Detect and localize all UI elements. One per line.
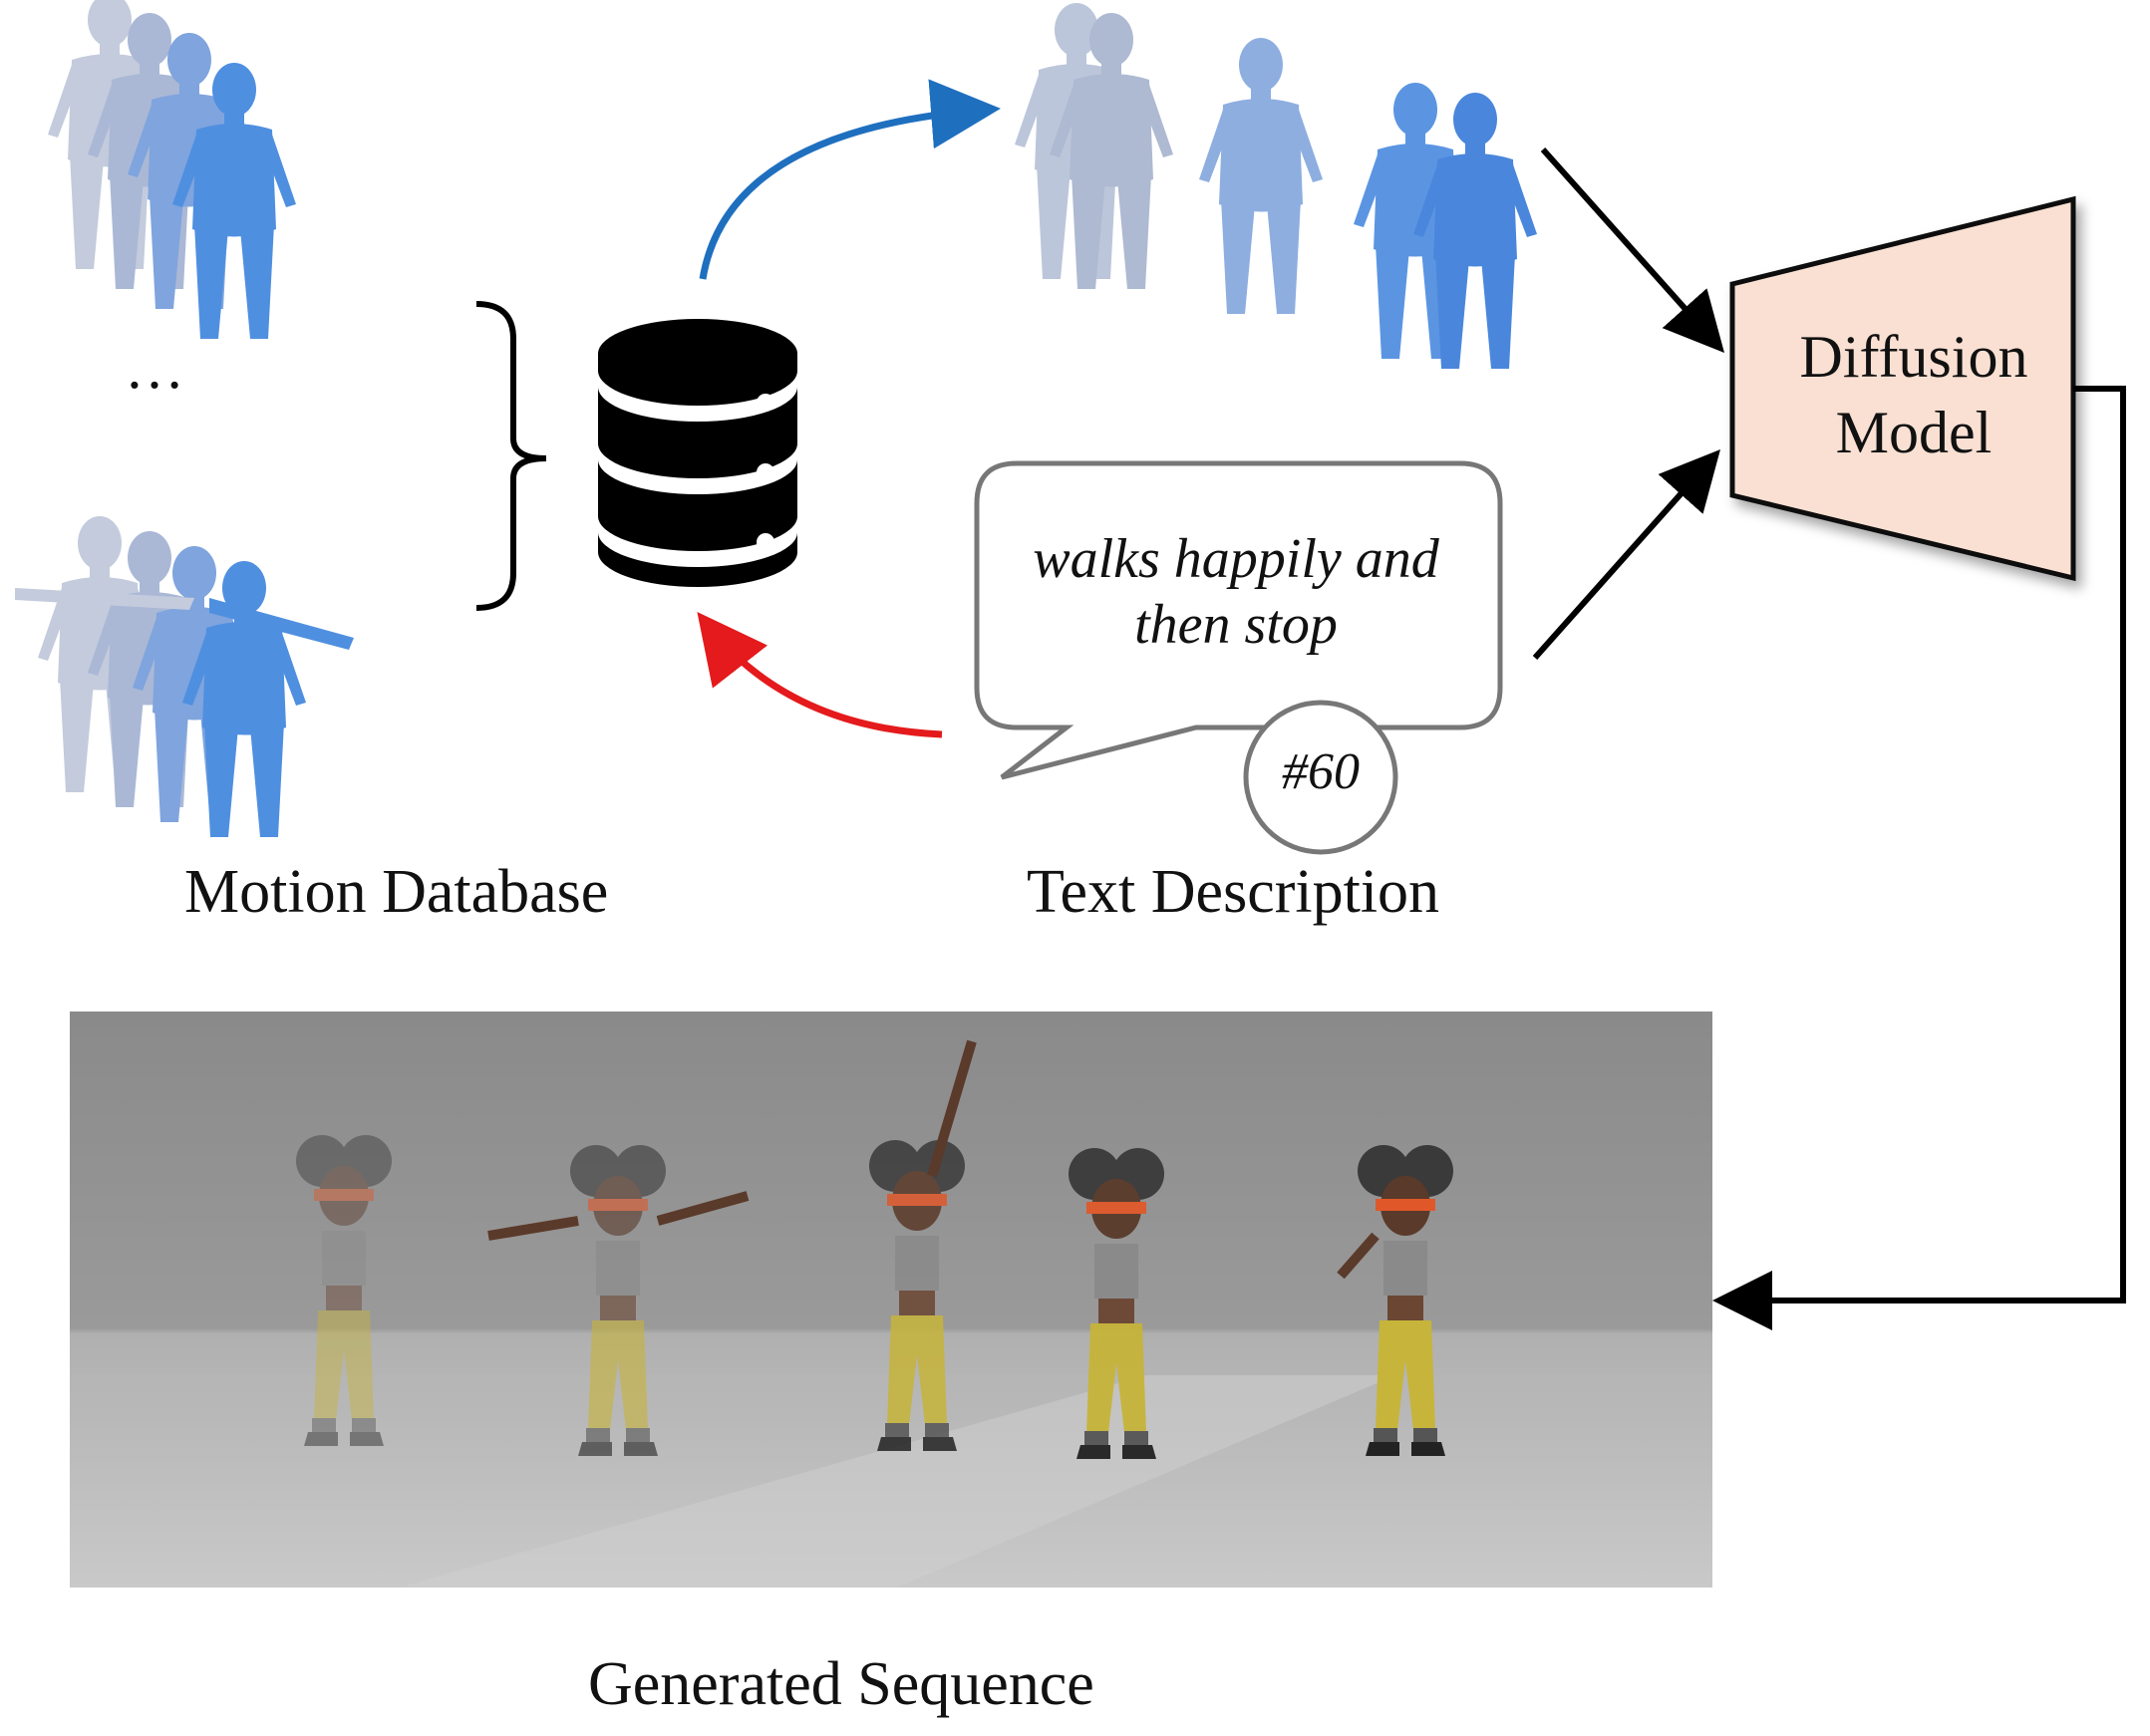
motion-to-model-arrow xyxy=(1540,147,1724,353)
motion-sample-top xyxy=(48,0,296,339)
grouping-brace xyxy=(475,301,547,611)
speech-line-2: then stop xyxy=(1134,594,1338,656)
diffusion-model-block xyxy=(1729,195,2076,582)
retrieved-motions xyxy=(1015,3,1537,369)
sample-tag: #60 xyxy=(1282,743,1360,800)
sample-tag-circle xyxy=(1243,700,1398,855)
text-to-model-arrow xyxy=(1532,449,1720,660)
database-icon xyxy=(598,319,797,587)
motion-database-label: Motion Database xyxy=(184,858,609,926)
model-line-1: Diffusion xyxy=(1799,324,2028,390)
retrieval-arrow xyxy=(699,79,1001,280)
generated-sequence-image xyxy=(70,1012,1712,1588)
motion-sample-bottom xyxy=(15,516,354,837)
generated-sequence-label: Generated Sequence xyxy=(588,1650,1094,1718)
model-line-2: Model xyxy=(1835,400,1993,465)
output-arrow xyxy=(1712,386,2126,1330)
speech-bubble xyxy=(974,460,1503,855)
query-arrow xyxy=(697,611,943,738)
speech-text: walks happily and then stop xyxy=(987,526,1485,658)
text-description-label: Text Description xyxy=(1027,858,1440,926)
speech-line-1: walks happily and xyxy=(1033,528,1439,590)
more-samples-ellipsis: … xyxy=(125,335,188,401)
model-title: Diffusion Model xyxy=(1749,319,2078,470)
